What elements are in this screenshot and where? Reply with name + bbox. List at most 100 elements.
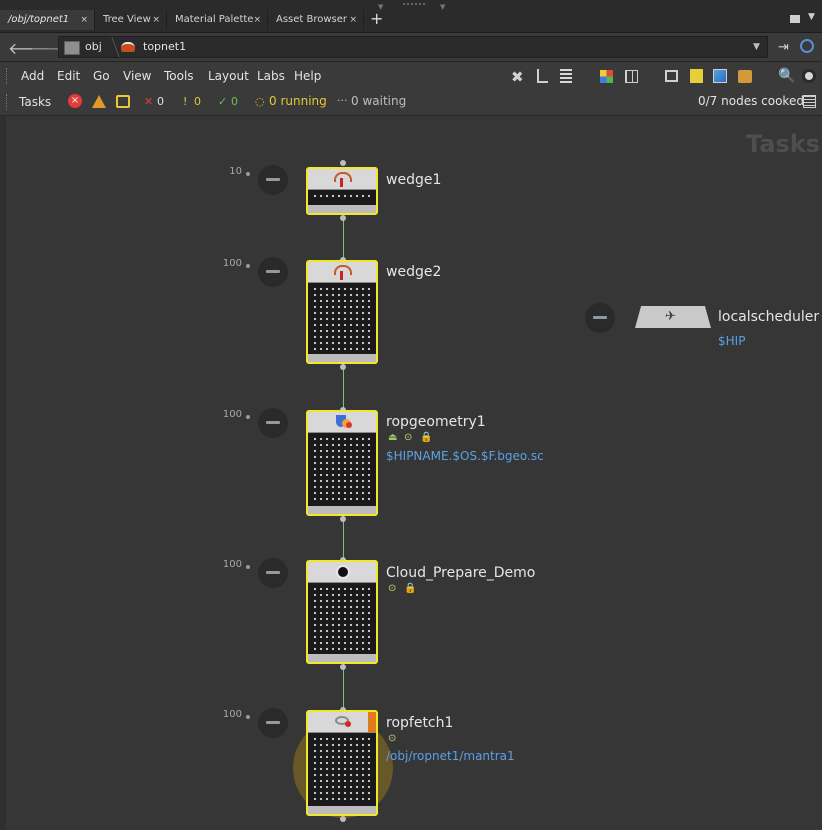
network-editor[interactable]: [6, 116, 822, 830]
work-items-grid[interactable]: [312, 736, 372, 802]
menu-labs[interactable]: Labs: [257, 69, 285, 83]
cancel-cook-icon[interactable]: ×: [68, 94, 82, 108]
collapse-button[interactable]: [258, 257, 288, 287]
node-wedge2[interactable]: [306, 260, 378, 364]
rop-geometry-icon: [346, 422, 352, 428]
node-header: [308, 169, 376, 190]
close-icon[interactable]: ×: [253, 15, 261, 25]
drag-handle-icon[interactable]: [6, 68, 10, 84]
output-connector[interactable]: [340, 816, 346, 822]
path-field[interactable]: obj topnet1 ▼: [58, 36, 768, 58]
menu-add[interactable]: Add: [21, 69, 45, 83]
node-wedge1[interactable]: [306, 167, 378, 215]
node-name[interactable]: Cloud_Prepare_Demo: [386, 565, 536, 581]
chevron-down-icon[interactable]: ▼: [753, 42, 760, 52]
node-name[interactable]: wedge2: [386, 264, 442, 280]
work-items-grid[interactable]: [312, 286, 372, 352]
chevron-down-icon[interactable]: ▼: [440, 3, 446, 11]
network-watermark: Tasks: [746, 130, 821, 158]
cook-flag-icon[interactable]: ⊙: [388, 733, 397, 744]
count-dot: [246, 172, 250, 176]
work-items-grid[interactable]: [312, 436, 372, 502]
bypass-flag[interactable]: [368, 712, 376, 732]
output-connector[interactable]: [340, 664, 346, 670]
drag-handle-icon[interactable]: [6, 94, 10, 110]
node-localscheduler[interactable]: [635, 306, 711, 328]
lock-icon[interactable]: 🔒: [420, 432, 433, 443]
menu-help[interactable]: Help: [294, 69, 322, 83]
rop-geometry-icon: [336, 415, 346, 427]
bundle-icon[interactable]: [738, 70, 752, 83]
close-icon[interactable]: ×: [349, 15, 357, 25]
cook-output-icon[interactable]: [116, 95, 130, 108]
input-connector[interactable]: [340, 160, 346, 166]
tree-icon[interactable]: [537, 69, 548, 83]
tab-network[interactable]: /obj/topnet1 ×: [0, 10, 95, 30]
work-items-grid[interactable]: [312, 193, 372, 199]
node-name[interactable]: localscheduler: [718, 309, 820, 325]
search-icon[interactable]: 🔍: [778, 68, 796, 84]
node-footer: [308, 354, 376, 362]
output-connector[interactable]: [340, 516, 346, 522]
menu-tools[interactable]: Tools: [164, 69, 194, 83]
menu-view[interactable]: View: [123, 69, 152, 83]
pane-menu-icon[interactable]: ▼: [808, 12, 815, 22]
maximize-icon[interactable]: [790, 15, 800, 23]
tab-material-palette[interactable]: Material Palette ×: [167, 10, 268, 30]
tab-asset-browser[interactable]: Asset Browser ×: [268, 10, 364, 30]
lock-icon[interactable]: 🔒: [404, 583, 417, 594]
image-icon[interactable]: [713, 69, 727, 83]
eye-icon[interactable]: [802, 69, 816, 83]
menu-go[interactable]: Go: [93, 69, 110, 83]
node-ropgeometry1[interactable]: [306, 410, 378, 516]
work-item-count: 100: [222, 258, 242, 269]
warning-icon: !: [183, 95, 188, 108]
path-segment-obj[interactable]: obj: [85, 40, 102, 53]
menu-layout[interactable]: Layout: [208, 69, 249, 83]
tools-icon[interactable]: ✖: [511, 68, 524, 86]
collapse-button[interactable]: [258, 708, 288, 738]
output-connector[interactable]: [340, 215, 346, 221]
link-icon[interactable]: [800, 39, 814, 53]
cook-flag-icon[interactable]: ⊙: [404, 432, 413, 443]
rop-fetch-icon: [335, 716, 349, 725]
drag-handle-icon[interactable]: [402, 2, 426, 7]
node-cloud-prepare-demo[interactable]: [306, 560, 378, 664]
cook-icon[interactable]: [92, 95, 106, 108]
node-ropfetch1[interactable]: [306, 710, 378, 816]
node-footer: [308, 506, 376, 514]
add-tab-icon[interactable]: +: [370, 9, 384, 28]
output-connector[interactable]: [340, 364, 346, 370]
wedge-icon: [334, 265, 352, 275]
sticky-note-icon[interactable]: [690, 69, 703, 83]
collapse-button[interactable]: [585, 303, 615, 333]
node-footer: [308, 806, 376, 814]
scheduler-icon: ✈: [665, 309, 676, 324]
close-icon[interactable]: ×: [80, 15, 88, 25]
cook-flag-icon[interactable]: ⊙: [388, 583, 397, 594]
network-box-icon[interactable]: [665, 70, 678, 82]
grid-icon[interactable]: [625, 70, 638, 83]
connection-wire: [343, 664, 344, 710]
task-list-icon[interactable]: [803, 95, 816, 108]
tab-tree-view[interactable]: Tree View ×: [95, 10, 167, 30]
path-segment-topnet1[interactable]: topnet1: [143, 40, 187, 53]
node-name[interactable]: ropfetch1: [386, 715, 454, 731]
list-icon[interactable]: [560, 69, 572, 83]
pin-icon[interactable]: ⇥: [778, 40, 789, 55]
render-flag-icon[interactable]: ⏏: [388, 432, 398, 443]
close-icon[interactable]: ×: [152, 15, 160, 25]
subnet-icon: [336, 565, 350, 579]
work-items-grid[interactable]: [312, 586, 372, 652]
left-border: [0, 116, 6, 830]
back-arrow-icon[interactable]: 🡐: [8, 39, 51, 58]
obj-network-icon: [64, 41, 80, 55]
node-name[interactable]: ropgeometry1: [386, 414, 486, 430]
collapse-button[interactable]: [258, 558, 288, 588]
chevron-down-icon[interactable]: ▼: [378, 3, 384, 11]
menu-edit[interactable]: Edit: [57, 69, 81, 83]
node-name[interactable]: wedge1: [386, 172, 442, 188]
color-palette-icon[interactable]: [600, 70, 613, 83]
collapse-button[interactable]: [258, 408, 288, 438]
collapse-button[interactable]: [258, 165, 288, 195]
